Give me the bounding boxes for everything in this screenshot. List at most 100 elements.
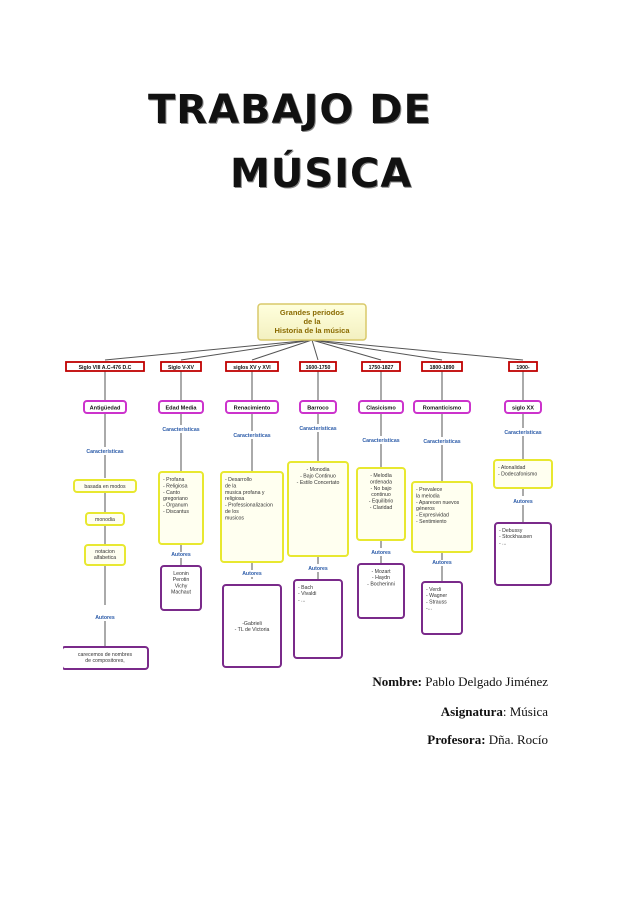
period-name-label: Barroco bbox=[307, 406, 329, 412]
caracteristicas-label: Características bbox=[423, 439, 460, 445]
characteristic-text: géneros bbox=[416, 506, 435, 512]
connector-line bbox=[311, 339, 382, 361]
characteristics-box bbox=[220, 471, 284, 563]
author-text: - Wagner bbox=[426, 593, 447, 599]
characteristic-text: - Aparecen nuevos bbox=[416, 500, 460, 506]
period-date-box bbox=[361, 361, 401, 372]
author-text: - Haydn bbox=[372, 575, 390, 581]
connector-line bbox=[104, 339, 313, 361]
characteristic-text: - Monodia bbox=[306, 467, 329, 473]
characteristic-box bbox=[85, 512, 125, 526]
characteristic-text: religiosa bbox=[225, 496, 244, 502]
profesora-value: Dña. Rocío bbox=[488, 732, 548, 747]
authors-box bbox=[421, 581, 463, 635]
caracteristicas-label: Características bbox=[162, 427, 199, 433]
period-date-label: 1800-1890 bbox=[430, 365, 455, 371]
characteristic-text: monodia bbox=[95, 517, 115, 523]
characteristic-text: continuo bbox=[371, 492, 391, 498]
characteristics-box bbox=[493, 459, 553, 489]
period-date-label: Siglo V-XV bbox=[168, 365, 194, 371]
characteristic-text: notacion bbox=[95, 549, 115, 555]
connector-line bbox=[311, 339, 524, 361]
period-date-box bbox=[65, 361, 145, 372]
period-name-box bbox=[83, 400, 127, 414]
characteristics-box bbox=[158, 471, 204, 545]
autores-label: Autores bbox=[171, 552, 191, 558]
author-text: - ... bbox=[499, 540, 507, 546]
root-box bbox=[257, 303, 367, 341]
characteristic-text: - Expresividad bbox=[416, 513, 449, 519]
characteristic-text: - Claridad bbox=[370, 505, 393, 511]
autores-label: Autores bbox=[371, 550, 391, 556]
characteristic-box bbox=[84, 544, 126, 566]
period-date-box bbox=[160, 361, 202, 372]
period-name-box bbox=[413, 400, 471, 414]
characteristic-text: gregoriano bbox=[163, 496, 188, 502]
characteristic-text: - Equilibrio bbox=[369, 499, 394, 505]
root-label: Grandes periodos bbox=[280, 308, 344, 317]
period-name-label: Edad Media bbox=[165, 406, 197, 412]
author-text: Leonin bbox=[173, 571, 189, 577]
period-name-label: Romanticismo bbox=[423, 406, 462, 412]
period-date-label: 1600-1750 bbox=[306, 365, 331, 371]
characteristics-box bbox=[287, 461, 349, 557]
authors-box bbox=[160, 565, 202, 611]
teacher-info: Profesora: Dña. Rocío bbox=[427, 732, 548, 748]
period-date-box bbox=[508, 361, 538, 372]
title-line-2: MÚSICA bbox=[230, 151, 413, 197]
authors-box bbox=[357, 563, 405, 619]
characteristic-text: - Profana bbox=[163, 477, 184, 483]
author-text: carecemos de nombres bbox=[78, 652, 133, 658]
period-date-label: siglos XV y XVI bbox=[233, 365, 271, 371]
autores-label: Autores bbox=[95, 615, 115, 621]
characteristic-text: - Estilo Concertato bbox=[297, 480, 340, 486]
caracteristicas-label: Características bbox=[362, 438, 399, 444]
characteristic-text: - Bajo Continuo bbox=[300, 473, 336, 479]
asignatura-label: Asignatura bbox=[440, 704, 503, 719]
characteristic-text: - Sentimiento bbox=[416, 519, 447, 525]
root-label: Historia de la música bbox=[274, 326, 350, 335]
characteristic-text: de la bbox=[225, 483, 236, 489]
characteristic-text: - Desarrollo bbox=[225, 477, 252, 483]
period-date-label: 1750-1827 bbox=[369, 365, 394, 371]
document-title: TRABAJO DE MÚSICA bbox=[148, 88, 508, 196]
period-name-label: siglo XX bbox=[512, 406, 534, 412]
subject-info: Asignatura: Música bbox=[441, 704, 548, 720]
author-text: - Strauss bbox=[426, 599, 447, 605]
period-name-box bbox=[358, 400, 404, 414]
characteristic-text: ordenada bbox=[370, 479, 392, 485]
characteristic-text: alfabetica bbox=[94, 555, 116, 561]
root-label: de la bbox=[303, 317, 321, 326]
period-name-box bbox=[299, 400, 337, 414]
connector-line bbox=[251, 339, 313, 361]
autores-label: Autores bbox=[242, 571, 262, 577]
connector-line bbox=[311, 339, 443, 361]
author-text: - Vivaldi bbox=[298, 591, 316, 597]
characteristic-text: - Professionalizacion bbox=[225, 503, 273, 509]
period-date-box bbox=[225, 361, 279, 372]
characteristic-text: - Melodía bbox=[370, 473, 392, 479]
characteristic-text: musicos bbox=[225, 515, 244, 521]
characteristic-text: de los bbox=[225, 509, 239, 515]
connector-line bbox=[180, 339, 313, 361]
caracteristicas-label: Características bbox=[86, 449, 123, 455]
period-name-label: Clasicismo bbox=[366, 406, 396, 412]
characteristic-text: - Prevalece bbox=[416, 487, 442, 493]
period-name-label: Antigüedad bbox=[90, 406, 121, 412]
asignatura-value: : Música bbox=[502, 704, 548, 719]
period-date-label: Siglo VIII A.C-476 D.C bbox=[79, 365, 132, 371]
author-text: - Verdi bbox=[426, 587, 441, 593]
author-text: Perotin bbox=[173, 577, 190, 583]
author-text: - Bach bbox=[298, 585, 313, 591]
period-name-box bbox=[504, 400, 542, 414]
nombre-value: Pablo Delgado Jiménez bbox=[425, 674, 548, 689]
author-text: - Mozart bbox=[371, 569, 391, 575]
caracteristicas-label: Características bbox=[233, 433, 270, 439]
title-line-1: TRABAJO DE bbox=[148, 87, 432, 133]
caracteristicas-label: Características bbox=[504, 430, 541, 436]
author-text: de compositores, bbox=[85, 658, 125, 664]
characteristic-text: - Atonalidad bbox=[498, 465, 526, 471]
period-date-box bbox=[299, 361, 337, 372]
autores-label: Autores bbox=[513, 499, 533, 505]
